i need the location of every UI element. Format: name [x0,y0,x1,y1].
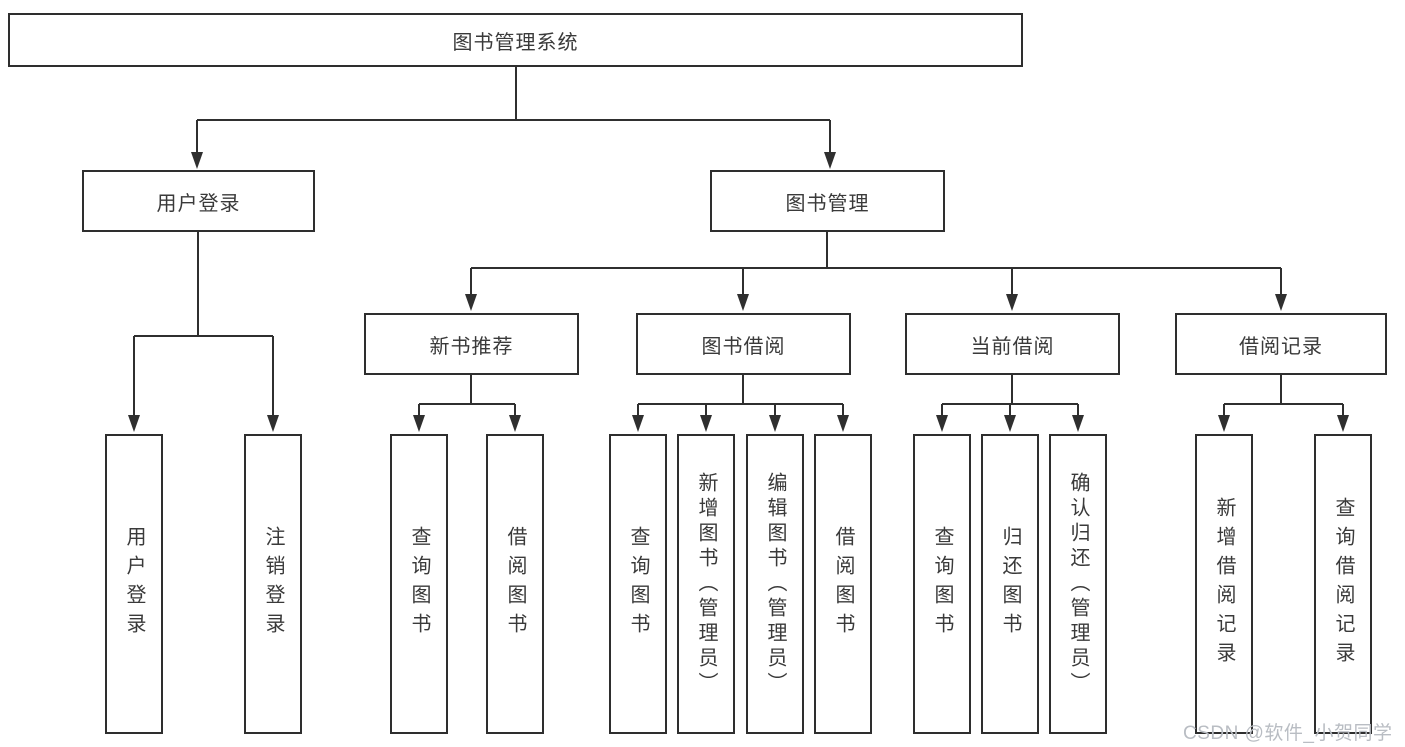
node-borrow-records: 借阅记录 [1175,313,1387,375]
leaf-user-login: 用户登录 [105,434,163,734]
leaf-add-books-admin-label: 新增图书（管理员） [695,471,717,697]
node-borrow-records-label: 借阅记录 [1239,335,1323,358]
node-user-login-branch-label: 用户登录 [156,192,241,215]
connector-borrow-to-leaves [637,375,844,417]
leaf-user-login-label: 用户登录 [123,526,145,642]
node-current-borrow-label: 当前借阅 [970,335,1055,358]
connector-root-to-level2 [196,67,831,154]
leaf-logout: 注销登录 [244,434,302,734]
leaf-return-books-label: 归还图书 [999,526,1021,642]
leaf-edit-books-admin-label: 编辑图书（管理员） [764,471,786,697]
leaf-borrow-query-books: 查询图书 [609,434,667,734]
node-root-label: 图书管理系统 [452,31,579,54]
leaf-borrow-query-books-label: 查询图书 [627,526,649,642]
node-new-book-recommend-label: 新书推荐 [429,335,514,358]
leaf-query-borrow-record: 查询借阅记录 [1314,434,1372,734]
connector-bookmgmt-to-level3 [470,232,1282,296]
node-new-book-recommend: 新书推荐 [364,313,579,375]
node-book-borrow: 图书借阅 [636,313,851,375]
node-user-login-branch: 用户登录 [82,170,315,232]
node-root: 图书管理系统 [8,13,1023,67]
connector-userlogin-to-leaves [133,232,274,417]
connector-records-to-leaves [1223,375,1344,417]
leaf-query-borrow-record-label: 查询借阅记录 [1332,497,1354,671]
arrowheads [128,152,1349,432]
leaf-recommend-query-books: 查询图书 [390,434,448,734]
leaf-confirm-return-admin: 确认归还（管理员） [1049,434,1107,734]
leaf-confirm-return-admin-label: 确认归还（管理员） [1067,471,1089,697]
leaf-add-borrow-record: 新增借阅记录 [1195,434,1253,734]
connector-recommend-to-leaves [418,375,516,417]
node-current-borrow: 当前借阅 [905,313,1120,375]
connector-current-to-leaves [941,375,1079,417]
leaf-recommend-query-books-label: 查询图书 [408,526,430,642]
leaf-logout-label: 注销登录 [262,526,284,642]
node-book-management-branch: 图书管理 [710,170,945,232]
leaf-borrow-books: 借阅图书 [814,434,872,734]
leaf-edit-books-admin: 编辑图书（管理员） [746,434,804,734]
leaf-recommend-borrow-books-label: 借阅图书 [504,526,526,642]
leaf-add-books-admin: 新增图书（管理员） [677,434,735,734]
leaf-current-query-books-label: 查询图书 [931,526,953,642]
leaf-borrow-books-label: 借阅图书 [832,526,854,642]
node-book-management-branch-label: 图书管理 [785,192,870,215]
leaf-current-query-books: 查询图书 [913,434,971,734]
leaf-add-borrow-record-label: 新增借阅记录 [1213,497,1235,671]
watermark: CSDN @软件_小贺同学 [1183,723,1393,744]
leaf-recommend-borrow-books: 借阅图书 [486,434,544,734]
node-book-borrow-label: 图书借阅 [701,335,786,358]
leaf-return-books: 归还图书 [981,434,1039,734]
